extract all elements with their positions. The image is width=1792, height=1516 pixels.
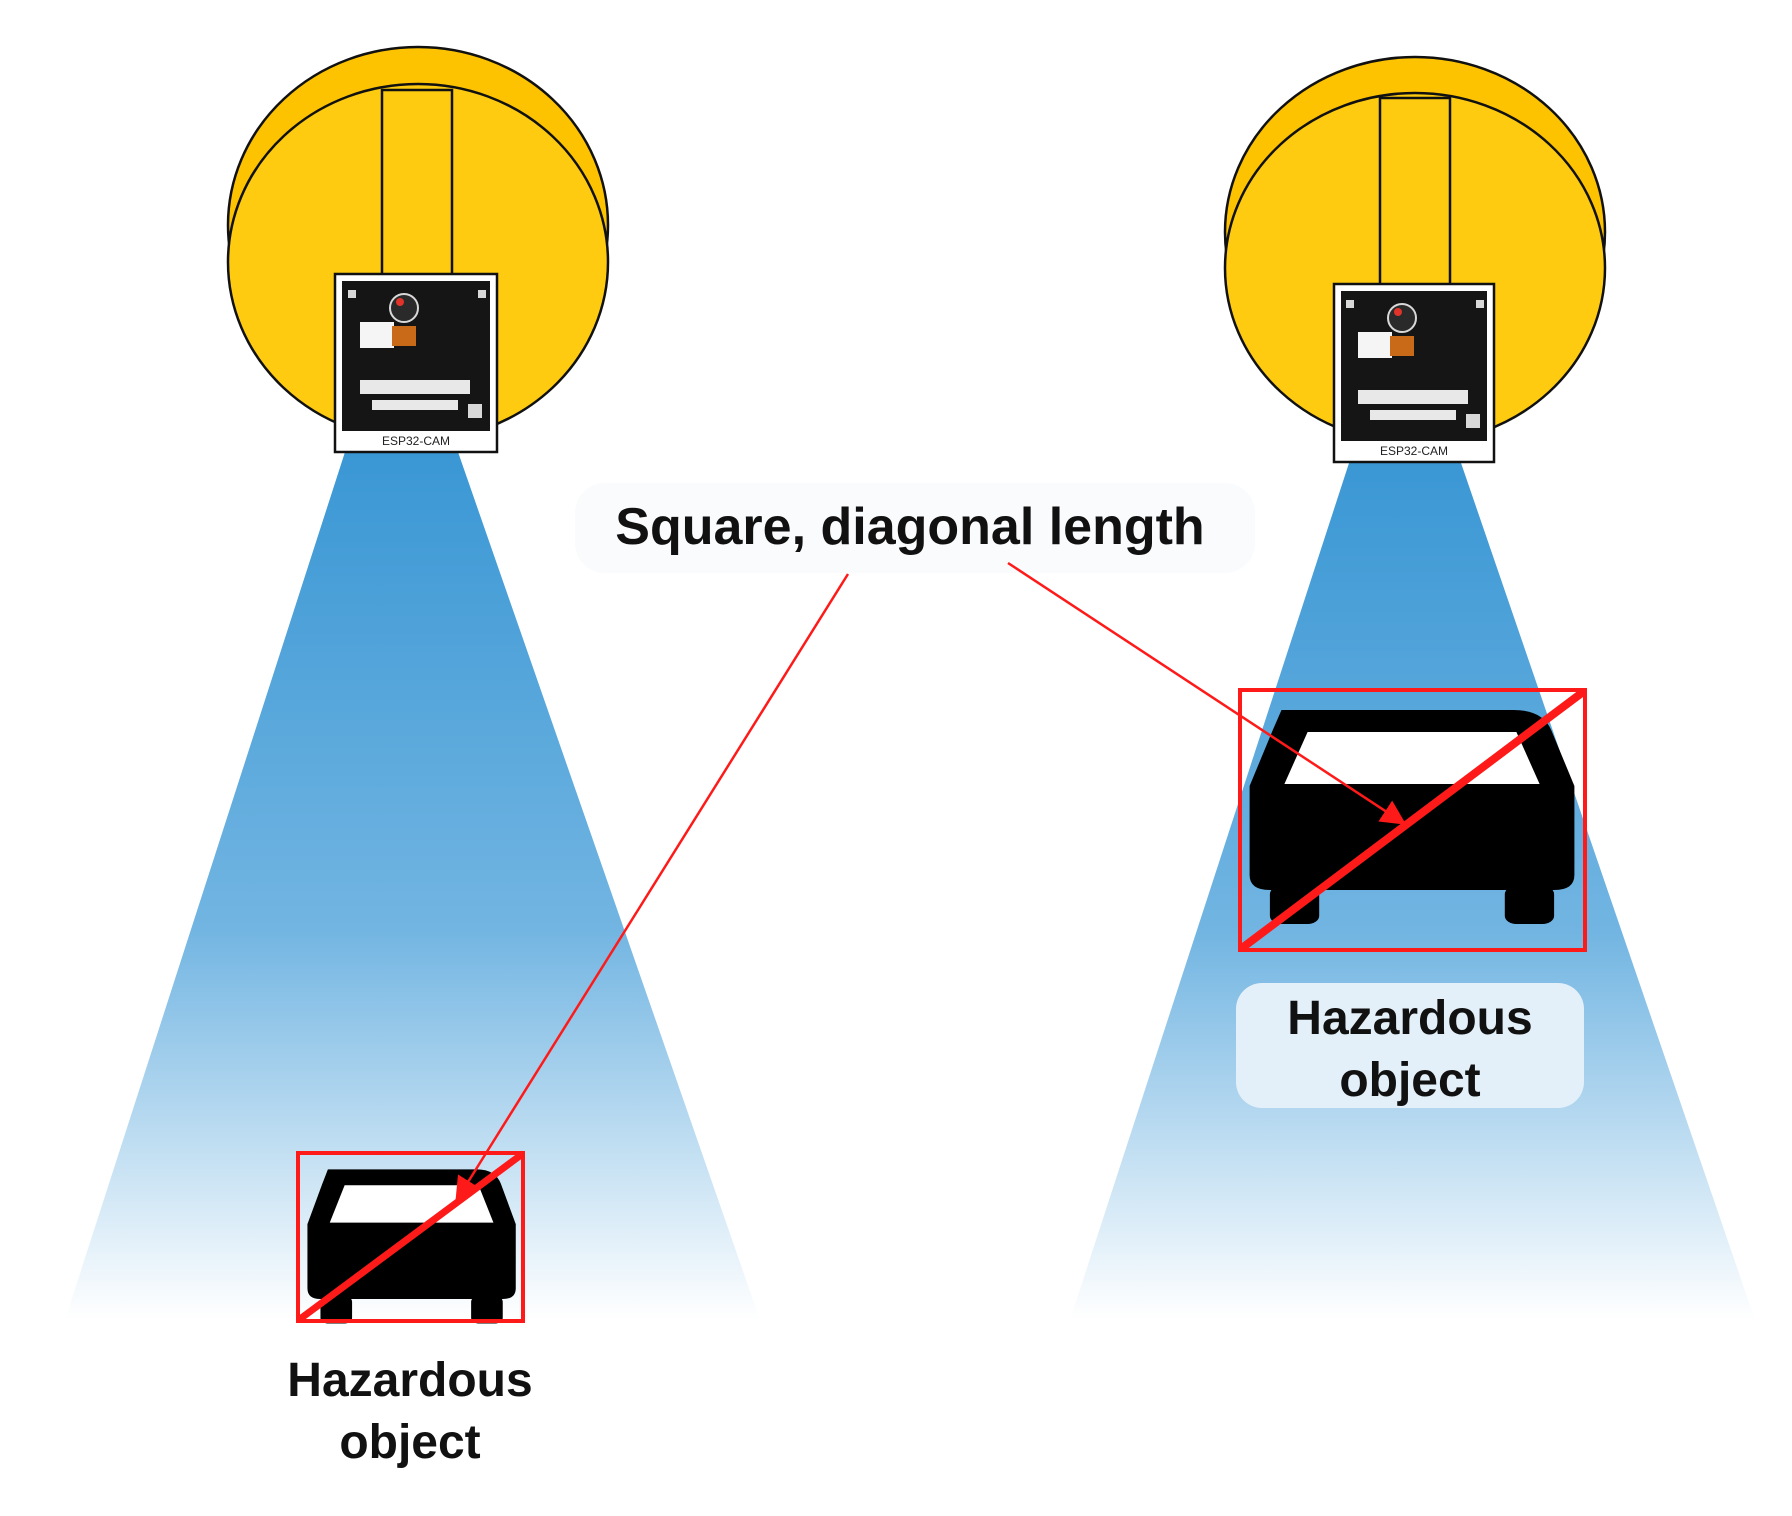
callout-label-backdrop (575, 483, 1255, 573)
left-object-label-line2: object (339, 1416, 481, 1469)
right-object-label-box (1236, 983, 1584, 1108)
right-camera-module: ESP32-CAM (1332, 282, 1496, 464)
right-object-label: Hazardous object (1236, 988, 1584, 1112)
left-camera-strap (380, 88, 454, 282)
callout-arrow-left (455, 573, 850, 1203)
left-object-label: Hazardous object (240, 1350, 580, 1474)
left-bounding-box (296, 1151, 525, 1323)
left-bounding-box-diagonal (297, 1152, 524, 1322)
left-hazard-object (296, 1151, 525, 1324)
right-camera-module-label: ESP32-CAM (1380, 444, 1448, 458)
right-object-label-line2: object (1339, 1054, 1481, 1107)
left-camera-module-label: ESP32-CAM (382, 434, 450, 448)
right-object-label-line1: Hazardous (1287, 992, 1533, 1045)
right-bounding-box (1238, 688, 1587, 952)
left-object-label-line1: Hazardous (287, 1354, 533, 1407)
right-hazard-object (1238, 688, 1587, 952)
right-bounding-box-diagonal (1239, 688, 1586, 952)
callout-arrow-right (1007, 561, 1407, 825)
right-camera-strap (1378, 96, 1452, 292)
left-camera-module: ESP32-CAM (333, 272, 499, 454)
left-label-backdrop (250, 1342, 570, 1472)
left-camera-beam (65, 452, 760, 1320)
left-camera: ESP32-CAM (65, 45, 760, 1320)
callout-label: Square, diagonal length (615, 498, 1205, 556)
